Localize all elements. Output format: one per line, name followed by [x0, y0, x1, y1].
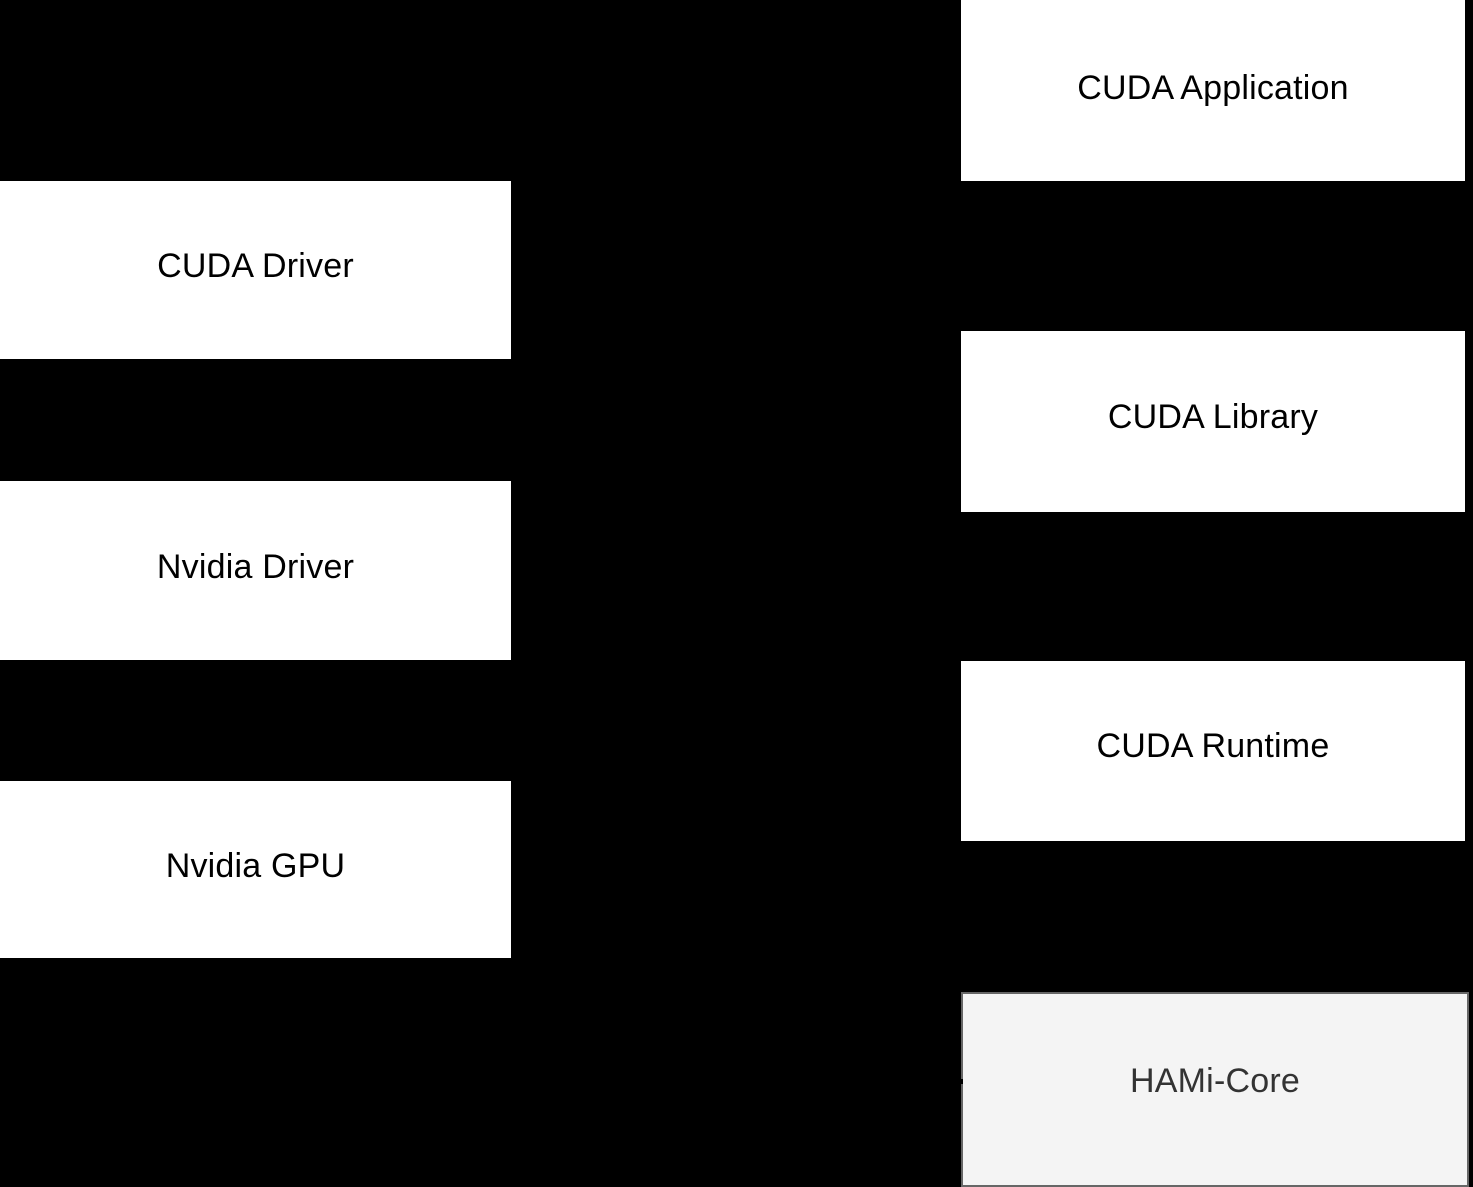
node-cuda-runtime[interactable]: CUDA Runtime: [961, 661, 1465, 841]
node-cuda-library[interactable]: CUDA Library: [961, 331, 1465, 512]
node-cuda-driver-label: CUDA Driver: [157, 247, 354, 286]
node-nvidia-gpu[interactable]: Nvidia GPU: [0, 781, 511, 958]
node-nvidia-driver[interactable]: Nvidia Driver: [0, 481, 511, 660]
node-cuda-library-label: CUDA Library: [1107, 397, 1319, 436]
node-cuda-application-label: CUDA Application: [1077, 68, 1349, 107]
node-cuda-driver[interactable]: CUDA Driver: [0, 181, 511, 359]
node-hami-core[interactable]: HAMi-Core: [961, 992, 1469, 1187]
node-cuda-runtime-label: CUDA Runtime: [1096, 727, 1330, 766]
node-nvidia-gpu-label: Nvidia GPU: [165, 846, 346, 885]
node-cuda-application[interactable]: CUDA Application: [961, 0, 1465, 181]
connector-stub-hami-core: [957, 1079, 963, 1084]
node-nvidia-driver-label: Nvidia Driver: [156, 547, 355, 586]
node-hami-core-label: HAMi-Core: [1130, 1061, 1300, 1100]
